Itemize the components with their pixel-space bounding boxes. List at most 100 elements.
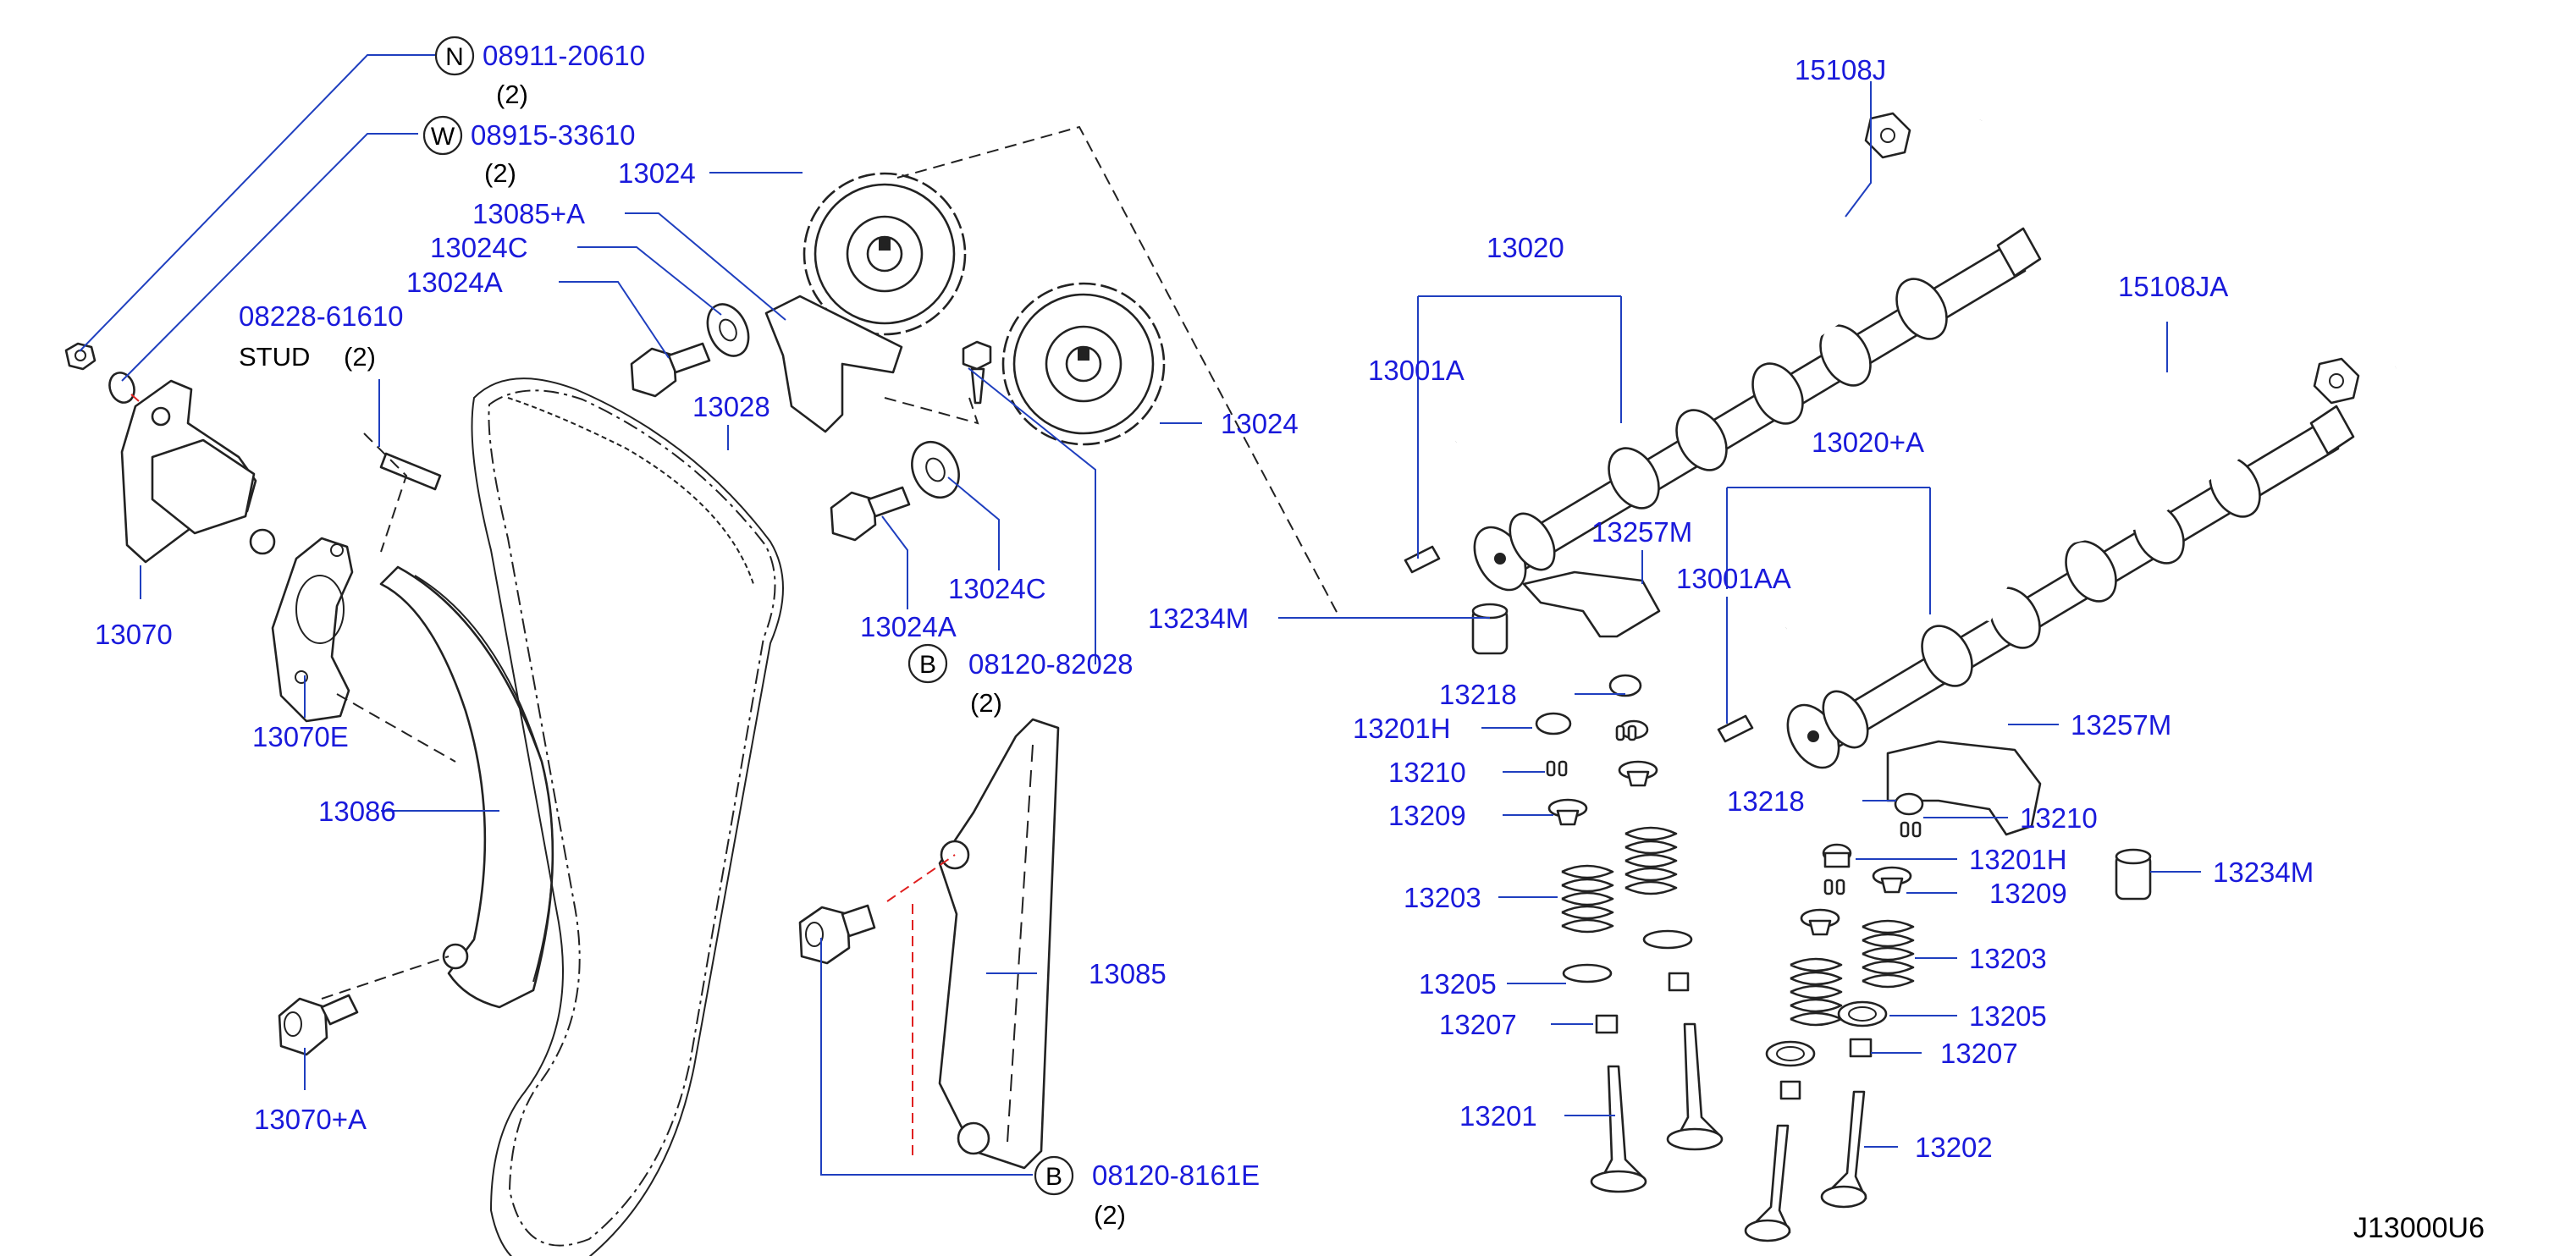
shim-13218-right[interactable] (1894, 792, 1924, 816)
camshaft-13020[interactable] (1464, 227, 2042, 599)
callout-13070E[interactable]: 13070E (252, 721, 349, 752)
cam-sprocket-13024-right[interactable] (1001, 282, 1166, 446)
callout-13024-right[interactable]: 13024 (1221, 408, 1299, 439)
oil-pipe-15108JA[interactable] (1785, 357, 2397, 630)
seal-13207-left[interactable] (1595, 972, 1690, 1034)
shim-13218-left[interactable] (1608, 674, 1642, 697)
bolt-13024A-top[interactable] (630, 342, 711, 398)
svg-text:W: W (431, 123, 455, 151)
chain-tensioner[interactable] (120, 379, 276, 564)
callout-13001AA[interactable]: 13001AA (1676, 563, 1791, 594)
collet-13210-left[interactable] (1546, 724, 1637, 777)
washer-13024C-top[interactable] (700, 298, 757, 363)
spring-13203-left[interactable] (1561, 826, 1678, 934)
rocker-13257M-right[interactable] (1886, 740, 2042, 836)
callout-13024-top[interactable]: 13024 (618, 157, 696, 189)
dowel-13001AA[interactable] (1717, 714, 1754, 743)
cap-13201H-left[interactable] (1535, 712, 1649, 740)
callout-08120-82028[interactable]: 08120-82028 (968, 648, 1134, 680)
leader-lines (79, 54, 2201, 1176)
callout-13085[interactable]: 13085 (1089, 958, 1167, 989)
callout-13024A-bottom[interactable]: 13024A (860, 611, 957, 642)
callout-08120-8161E[interactable]: 08120-8161E (1092, 1160, 1260, 1191)
callout-13257M-right[interactable]: 13257M (2071, 709, 2171, 741)
qty-08911: (2) (496, 80, 528, 109)
callout-15108J[interactable]: 15108J (1795, 54, 1886, 85)
svg-text:N: N (445, 43, 464, 71)
callout-13070[interactable]: 13070 (95, 619, 173, 650)
qty-stud: (2) (344, 342, 376, 372)
seat-13205-left[interactable] (1562, 929, 1693, 983)
seal-13207-right[interactable] (1779, 1038, 1873, 1100)
callout-13203-left[interactable]: 13203 (1404, 882, 1481, 913)
callout-08915-33610[interactable]: 08915-33610 (471, 119, 636, 151)
rocker-13257M-left[interactable] (1522, 570, 1661, 638)
callout-08228-61610[interactable]: 08228-61610 (239, 300, 404, 332)
retainer-13209-right[interactable] (1800, 866, 1912, 936)
symbol-n: N (434, 36, 475, 76)
stud[interactable] (379, 452, 442, 491)
callout-13207-left[interactable]: 13207 (1439, 1009, 1517, 1040)
callout-13201[interactable]: 13201 (1459, 1100, 1537, 1132)
guide-bolt-13070A[interactable] (278, 994, 359, 1056)
callout-13086[interactable]: 13086 (318, 796, 396, 827)
bolt-08120-82028[interactable] (962, 340, 992, 405)
seat-13205-right[interactable] (1765, 1000, 1888, 1067)
callout-13207-right[interactable]: 13207 (1940, 1038, 2018, 1069)
bolt-13024A-bottom[interactable] (830, 486, 911, 542)
callout-13210-left[interactable]: 13210 (1388, 757, 1466, 788)
callout-15108JA[interactable]: 15108JA (2118, 271, 2228, 302)
tensioner-gasket[interactable] (271, 537, 354, 723)
callout-13218-right[interactable]: 13218 (1727, 785, 1805, 817)
dowel-13001A[interactable] (1404, 545, 1441, 574)
svg-text:B: B (1045, 1163, 1062, 1191)
tensioner-nut[interactable] (64, 342, 97, 371)
callout-13234M-left[interactable]: 13234M (1148, 603, 1249, 634)
callout-13020A[interactable]: 13020+A (1812, 427, 1924, 458)
callout-13203-right[interactable]: 13203 (1969, 943, 2047, 974)
callout-13020[interactable]: 13020 (1487, 232, 1564, 263)
callout-13070A[interactable]: 13070+A (254, 1104, 367, 1135)
callout-13201H-left[interactable]: 13201H (1353, 713, 1451, 744)
spring-13203-right[interactable] (1790, 919, 1915, 1027)
collet-13210-right[interactable] (1823, 821, 1922, 895)
callout-13024C-bottom[interactable]: 13024C (948, 573, 1046, 604)
callout-13205-right[interactable]: 13205 (1969, 1000, 2047, 1032)
callout-13028[interactable]: 13028 (692, 391, 770, 422)
exhaust-valve-13202[interactable] (1744, 1090, 1867, 1242)
symbol-w: W (422, 115, 463, 156)
chain-guide-13086[interactable] (379, 565, 554, 1009)
chain-guide-upper-13085A[interactable] (764, 295, 903, 433)
tensioner-washer[interactable] (106, 369, 139, 405)
callout-08911-20610[interactable]: 08911-20610 (483, 40, 645, 71)
callout-13024A-top[interactable]: 13024A (406, 267, 503, 298)
pivot-bolt-08120-8161E[interactable] (798, 904, 876, 965)
chain-slack-guide-13085[interactable] (938, 718, 1060, 1170)
cam-sprocket-13024-top[interactable] (803, 172, 967, 336)
diagram-id: J13000U6 (2353, 1212, 2485, 1244)
lash-adjuster-13234M-left[interactable] (1471, 603, 1509, 655)
callout-13202[interactable]: 13202 (1915, 1132, 1993, 1163)
intake-valve-13201[interactable] (1590, 1022, 1724, 1193)
washer-13024C-bottom[interactable] (903, 434, 968, 505)
camshaft-13020A[interactable] (1777, 405, 2355, 777)
lash-adjuster-13234M-right[interactable] (2115, 848, 2152, 901)
callout-13210-right[interactable]: 13210 (2020, 802, 2098, 834)
stud-label: STUD (239, 342, 310, 372)
retainer-13209-left[interactable] (1547, 760, 1658, 826)
callout-13209-right[interactable]: 13209 (1989, 878, 2067, 909)
oil-pipe-15108J[interactable] (1455, 112, 1983, 443)
callout-13201H-right[interactable]: 13201H (1969, 844, 2067, 875)
callout-13205-left[interactable]: 13205 (1419, 968, 1497, 1000)
cap-13201H-right[interactable] (1822, 843, 1852, 868)
callout-13257M-left[interactable]: 13257M (1591, 516, 1692, 548)
callout-13024C-top[interactable]: 13024C (430, 232, 528, 263)
callout-13001A[interactable]: 13001A (1368, 355, 1465, 386)
callout-13234M-right[interactable]: 13234M (2213, 857, 2314, 888)
timing-chain[interactable] (471, 377, 784, 1256)
callout-13218-left[interactable]: 13218 (1439, 679, 1517, 710)
qty-08120-82028: (2) (970, 688, 1002, 718)
callout-13085A[interactable]: 13085+A (472, 198, 585, 229)
callout-13209-left[interactable]: 13209 (1388, 800, 1466, 831)
